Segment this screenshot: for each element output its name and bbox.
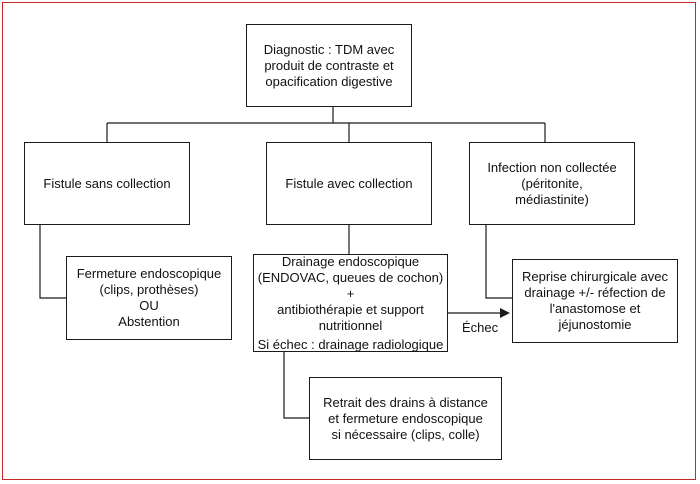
node-text-line: Retrait des drains à distance: [323, 394, 488, 410]
node-text-line: Diagnostic : TDM avec: [263, 41, 395, 57]
node-text-line: Reprise chirurgicale avec: [522, 269, 668, 284]
node-reprise-chirurgicale: Reprise chirurgicale avec drainage +/- r…: [512, 259, 678, 343]
node-text-line: (ENDOVAC, queues de cochon) +: [257, 269, 444, 301]
node-text-line: (péritonite,: [521, 175, 583, 191]
node-text-line: nutritionnel: [318, 317, 383, 333]
node-text-line: opacification digestive: [265, 73, 393, 89]
edge-label-echec: Échec: [462, 320, 499, 335]
node-text-line: l'anastomose et: [549, 301, 641, 316]
node-retrait-des-drains: Retrait des drains à distance et fermetu…: [309, 377, 502, 460]
node-text-line: si nécessaire (clips, colle): [331, 426, 480, 442]
node-text-line: Drainage endoscopique: [281, 253, 420, 269]
arrowhead-echec: [500, 308, 510, 318]
node-text-line: Si échec : drainage radiologique: [257, 336, 444, 352]
node-fistule-avec-collection: Fistule avec collection: [266, 142, 432, 225]
connector-drainage-to-retrait: [283, 352, 309, 419]
node-text-line: Infection non collectée: [487, 159, 617, 175]
node-text-line: jéjunostomie: [558, 317, 632, 332]
node-text-line: OU: [139, 298, 159, 313]
node-text-line: et fermeture endoscopique: [328, 410, 483, 426]
node-diagnostic: Diagnostic : TDM avec produit de contras…: [246, 24, 412, 107]
node-text-line: drainage +/- réfection de: [524, 285, 666, 300]
node-fistule-sans-collection: Fistule sans collection: [24, 142, 190, 225]
node-text-line: Abstention: [118, 314, 180, 329]
connector-infection-to-reprise: [485, 225, 512, 299]
node-infection-non-collectee: Infection non collectée (péritonite, méd…: [469, 142, 635, 225]
node-fermeture-endoscopique: Fermeture endoscopique (clips, prothèses…: [66, 256, 232, 340]
node-text-line: médiastinite): [515, 191, 589, 207]
node-text-line: Fistule sans collection: [43, 175, 171, 191]
node-text-line: antibiothérapie et support: [277, 301, 424, 317]
node-text-line: Fermeture endoscopique: [76, 266, 222, 281]
node-text-line: (clips, prothèses): [99, 282, 199, 297]
node-drainage-endoscopique: Drainage endoscopique (ENDOVAC, queues d…: [253, 254, 448, 352]
connector-sans-to-fermeture: [39, 225, 66, 299]
figure-frame: [2, 2, 696, 480]
node-text-line: Fistule avec collection: [285, 175, 413, 191]
node-text-line: produit de contraste et: [264, 57, 394, 73]
